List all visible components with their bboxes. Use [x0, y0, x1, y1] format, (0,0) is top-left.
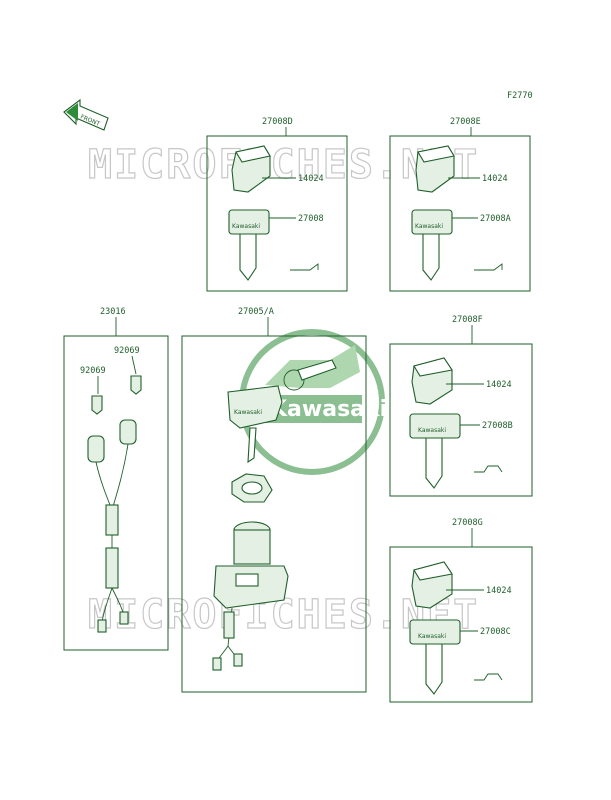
group-27008D: 27008D 14024 Kawasaki 27008: [206, 117, 348, 292]
part-92069-a: 92069: [114, 346, 140, 356]
key-imprint-d: Kawasaki: [232, 223, 260, 230]
front-arrow-icon: FRONT: [63, 98, 109, 131]
part-27008C-g: 27008C: [480, 627, 511, 637]
group-ref-27008E: 27008E: [450, 117, 481, 127]
part-92069-b: 92069: [80, 366, 106, 376]
group-23016: 23016 92069 92069: [63, 307, 169, 651]
key-imprint-f: Kawasaki: [418, 427, 446, 434]
part-27008A-e: 27008A: [480, 214, 511, 224]
key-imprint-g: Kawasaki: [418, 633, 446, 640]
part-14024-f: 14024: [486, 380, 512, 390]
group-ref-23016: 23016: [100, 307, 126, 317]
part-14024-d: 14024: [298, 174, 324, 184]
key-imprint-switch: Kawasaki: [234, 409, 262, 416]
group-ref-27008D: 27008D: [262, 117, 293, 127]
brand-text: Kawasaki: [270, 397, 387, 422]
group-27008F: 27008F 14024 Kawasaki 27008B: [389, 315, 533, 497]
key-imprint-e: Kawasaki: [415, 223, 443, 230]
part-14024-e: 14024: [482, 174, 508, 184]
part-27008B-f: 27008B: [482, 421, 513, 431]
group-27008E: 27008E 14024 Kawasaki 27008A: [389, 117, 531, 292]
group-ref-27008F: 27008F: [452, 315, 483, 325]
group-27008G: 27008G 14024 Kawasaki 27008C: [389, 518, 533, 703]
figure-code: F2770: [507, 91, 533, 101]
group-ref-27005A: 27005/A: [238, 307, 274, 317]
watermark-top: MICROFICHES.NET: [88, 142, 479, 188]
part-27008-d: 27008: [298, 214, 324, 224]
part-14024-g: 14024: [486, 586, 512, 596]
group-27005A: 27005/A Kawasaki: [181, 307, 367, 693]
group-ref-27008G: 27008G: [452, 518, 483, 528]
